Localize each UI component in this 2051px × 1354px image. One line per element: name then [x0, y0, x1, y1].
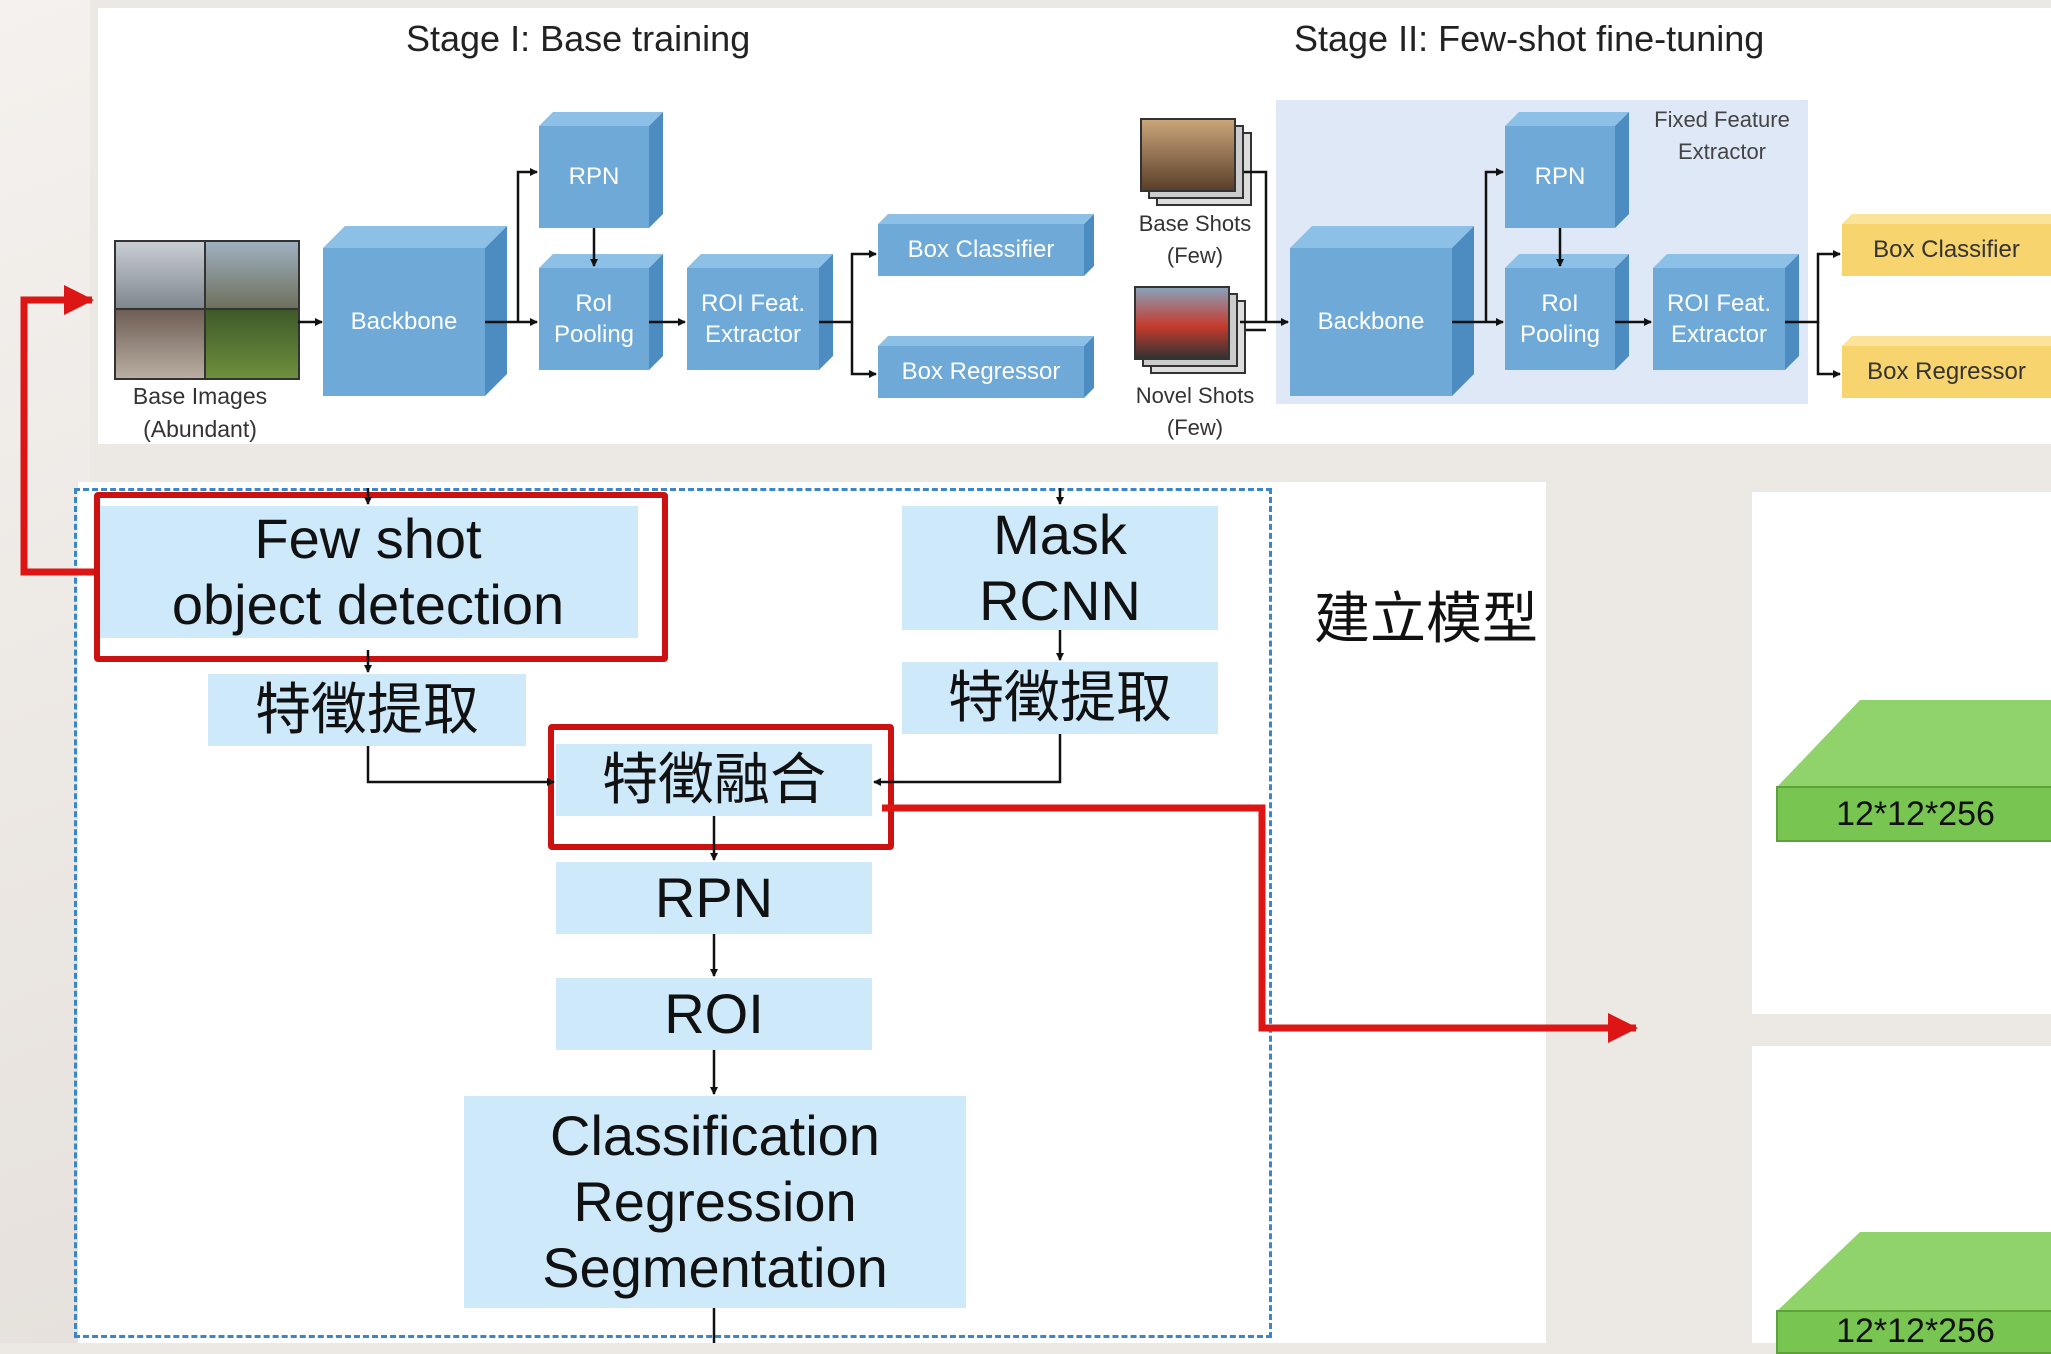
- model-dashed-boundary: [74, 488, 1272, 1338]
- base-images-collage: [114, 240, 300, 380]
- stage1-box-classifier: Box Classifier: [878, 214, 1094, 276]
- mask-rcnn-box: Mask RCNN: [902, 503, 1218, 632]
- novel-shots-label: Novel Shots (Few): [1135, 383, 1255, 440]
- base-shots-stack: [1140, 118, 1252, 206]
- stage1-roi-feat-extractor: ROI Feat. Extractor: [687, 254, 833, 370]
- stage2-roi-feat-extractor: ROI Feat. Extractor: [1653, 254, 1799, 370]
- stage1-roi-pooling: RoI Pooling: [539, 254, 663, 370]
- stage2-box-classifier-label: Box Classifier: [1842, 224, 2051, 276]
- feature-extraction-left: 特徵提取: [208, 674, 526, 746]
- stage1-roi-feat-label: ROI Feat. Extractor: [687, 268, 819, 370]
- stage1-box-regressor-label: Box Regressor: [878, 346, 1084, 398]
- stage2-roi-feat-label: ROI Feat. Extractor: [1653, 268, 1785, 370]
- novel-shots-stack: [1134, 286, 1246, 374]
- feature-extraction-right: 特徵提取: [902, 662, 1218, 734]
- stage2-box-regressor: Box Regressor: [1842, 336, 2051, 398]
- stage1-roi-pooling-label: RoI Pooling: [539, 268, 649, 370]
- rpn-box: RPN: [556, 862, 872, 934]
- stage2-box-classifier: Box Classifier: [1842, 214, 2051, 276]
- stage1-box-regressor: Box Regressor: [878, 336, 1094, 398]
- stage2-rpn-label: RPN: [1505, 126, 1615, 228]
- bus-shot-photo: [1134, 286, 1230, 360]
- stage2-backbone-label: Backbone: [1290, 248, 1452, 396]
- stage1-backbone-label: Backbone: [323, 248, 485, 396]
- stage2-roi-pooling: RoI Pooling: [1505, 254, 1629, 370]
- fixed-feature-label: Fixed Feature Extractor: [1654, 107, 1790, 164]
- stage1-backbone: Backbone: [323, 226, 507, 396]
- stage2-box-regressor-label: Box Regressor: [1842, 346, 2051, 398]
- stage2-backbone: Backbone: [1290, 226, 1474, 396]
- feature-fusion-highlight: [548, 724, 894, 850]
- heads-box: Classification Regression Segmentation: [464, 1096, 966, 1308]
- stage1-rpn: RPN: [539, 112, 663, 228]
- feature-fusion-box: 特徵融合: [556, 744, 872, 816]
- tensor-top: 12*12*256: [1776, 786, 2051, 842]
- base-images-label: Base Images (Abundant): [132, 383, 268, 443]
- few-shot-highlight: [94, 492, 668, 662]
- dog-shot-photo: [1140, 118, 1236, 192]
- stage1-rpn-label: RPN: [539, 126, 649, 228]
- stage2-roi-pooling-label: RoI Pooling: [1505, 268, 1615, 370]
- roi-box: ROI: [556, 978, 872, 1050]
- few-shot-detection-box: Few shot object detection: [98, 506, 638, 638]
- dog-photo: [204, 308, 300, 380]
- stage2-title: Stage II: Few-shot fine-tuning: [1294, 18, 1765, 59]
- build-model-label: 建立模型: [1314, 587, 1538, 650]
- stage1-box-classifier-label: Box Classifier: [878, 224, 1084, 276]
- stage1-title: Stage I: Base training: [406, 18, 751, 59]
- stage2-rpn: RPN: [1505, 112, 1629, 228]
- base-shots-label: Base Shots (Few): [1138, 211, 1252, 268]
